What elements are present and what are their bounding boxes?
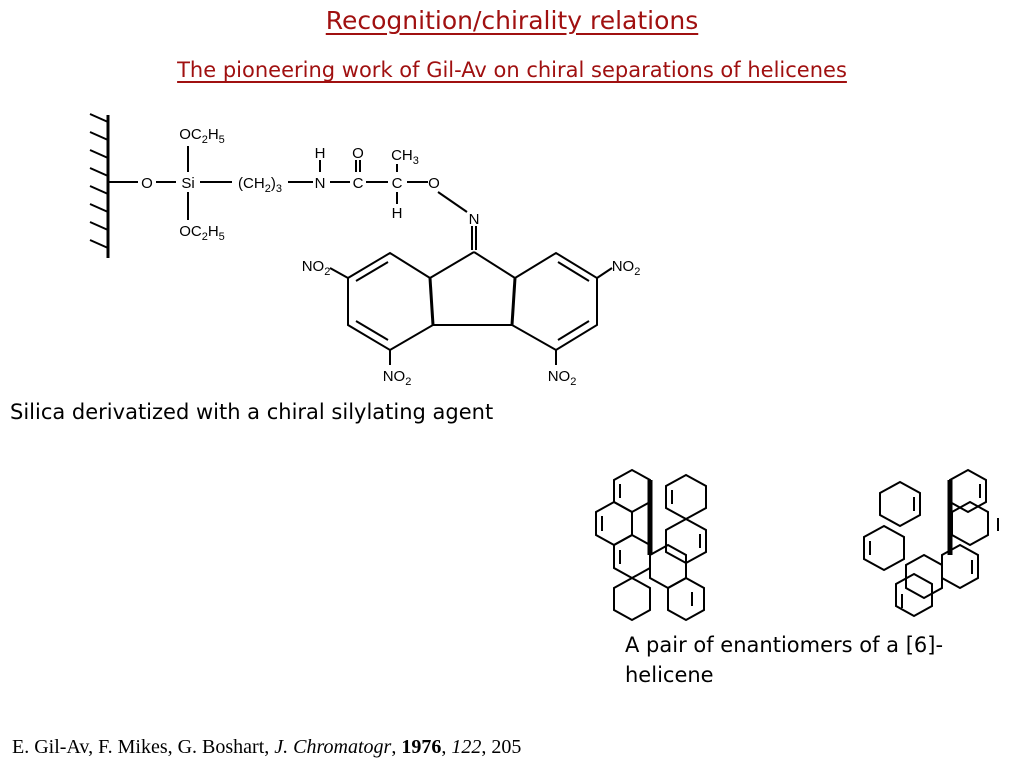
label-o-carbonyl: O [352, 145, 364, 162]
ref-sep2: , [441, 736, 452, 758]
slide-subtitle: The pioneering work of Gil-Av on chiral … [177, 58, 847, 82]
label-n-amide: N [315, 175, 326, 192]
label-oc2h5-top: OC2H5 [179, 126, 225, 146]
label-no2-lower-right: NO2 [548, 368, 577, 388]
label-ch3: CH3 [391, 147, 419, 167]
label-no2-upper-left: NO2 [302, 258, 331, 278]
helicene-caption: A pair of enantiomers of a [6]-helicene [625, 633, 944, 687]
label-h-chiral: H [392, 205, 403, 222]
label-propyl: (CH2)3 [238, 175, 282, 195]
label-o-silica: O [141, 175, 153, 192]
label-no2-upper-right: NO2 [612, 258, 641, 278]
label-si: Si [181, 175, 194, 192]
ref-pages: , 205 [481, 736, 522, 758]
label-h-amide: H [315, 145, 326, 162]
label-no2-lower-left: NO2 [383, 368, 412, 388]
ref-authors: E. Gil-Av, F. Mikes, G. Boshart, [12, 736, 275, 758]
label-oc2h5-bottom: OC2H5 [179, 223, 225, 243]
label-o-oxime: O [428, 175, 440, 192]
reference-citation: E. Gil-Av, F. Mikes, G. Boshart, J. Chro… [12, 736, 521, 759]
label-c-chiral: C [392, 175, 403, 192]
ref-year: 1976 [401, 736, 442, 758]
label-n-oxime: N [469, 211, 480, 228]
label-c-carbonyl: C [353, 175, 364, 192]
ref-sep1: , [391, 736, 402, 758]
ref-journal: J. Chromatogr [274, 736, 392, 758]
ref-volume: 122 [451, 736, 482, 758]
slide-title: Recognition/chirality relations [325, 6, 699, 35]
silica-caption: Silica derivatized with a chiral silylat… [10, 400, 494, 424]
